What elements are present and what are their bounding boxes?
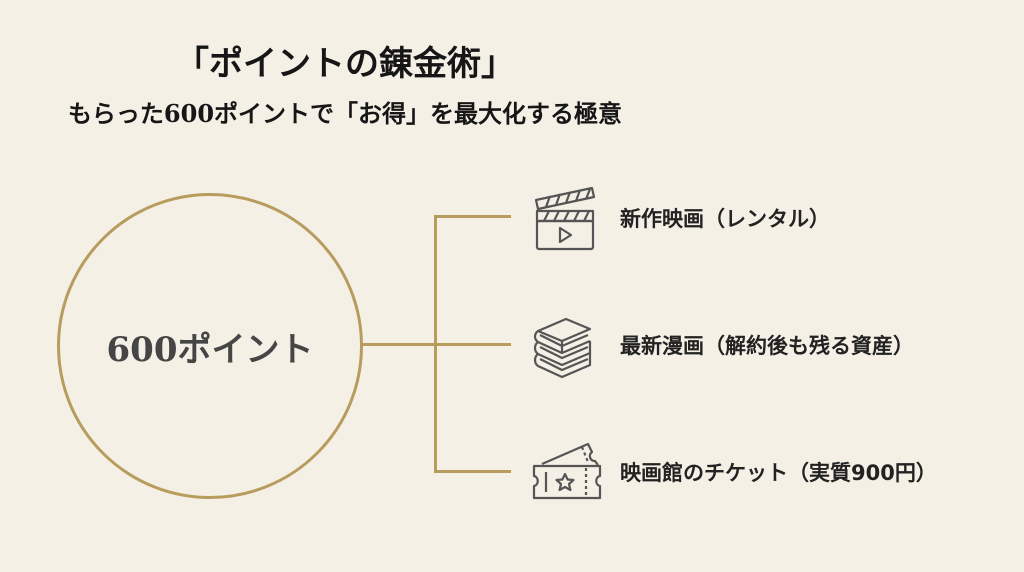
connector-branch-bottom — [434, 470, 511, 473]
branch-label: 映画館のチケット（実質900円） — [620, 461, 937, 485]
connector-trunk-vertical — [434, 215, 437, 473]
branch-item-cinema-ticket: 映画館のチケット（実質900円） — [528, 437, 937, 507]
page-subtitle: もらった600ポイントで「お得」を最大化する極意 — [67, 99, 623, 128]
clapperboard-icon — [528, 183, 604, 253]
branch-label: 最新漫画（解約後も残る資産） — [620, 334, 914, 358]
connector-branch-top — [434, 215, 511, 218]
page-title: 「ポイントの錬金術」 — [175, 44, 515, 84]
hub-label: 600ポイント — [106, 329, 314, 370]
book-stack-icon — [528, 310, 604, 380]
branch-item-latest-manga: 最新漫画（解約後も残る資産） — [528, 310, 914, 380]
movie-ticket-icon — [528, 437, 604, 507]
branch-item-movie-rental: 新作映画（レンタル） — [528, 183, 830, 253]
branch-label: 新作映画（レンタル） — [620, 207, 830, 231]
hub-circle: 600ポイント — [57, 193, 363, 499]
